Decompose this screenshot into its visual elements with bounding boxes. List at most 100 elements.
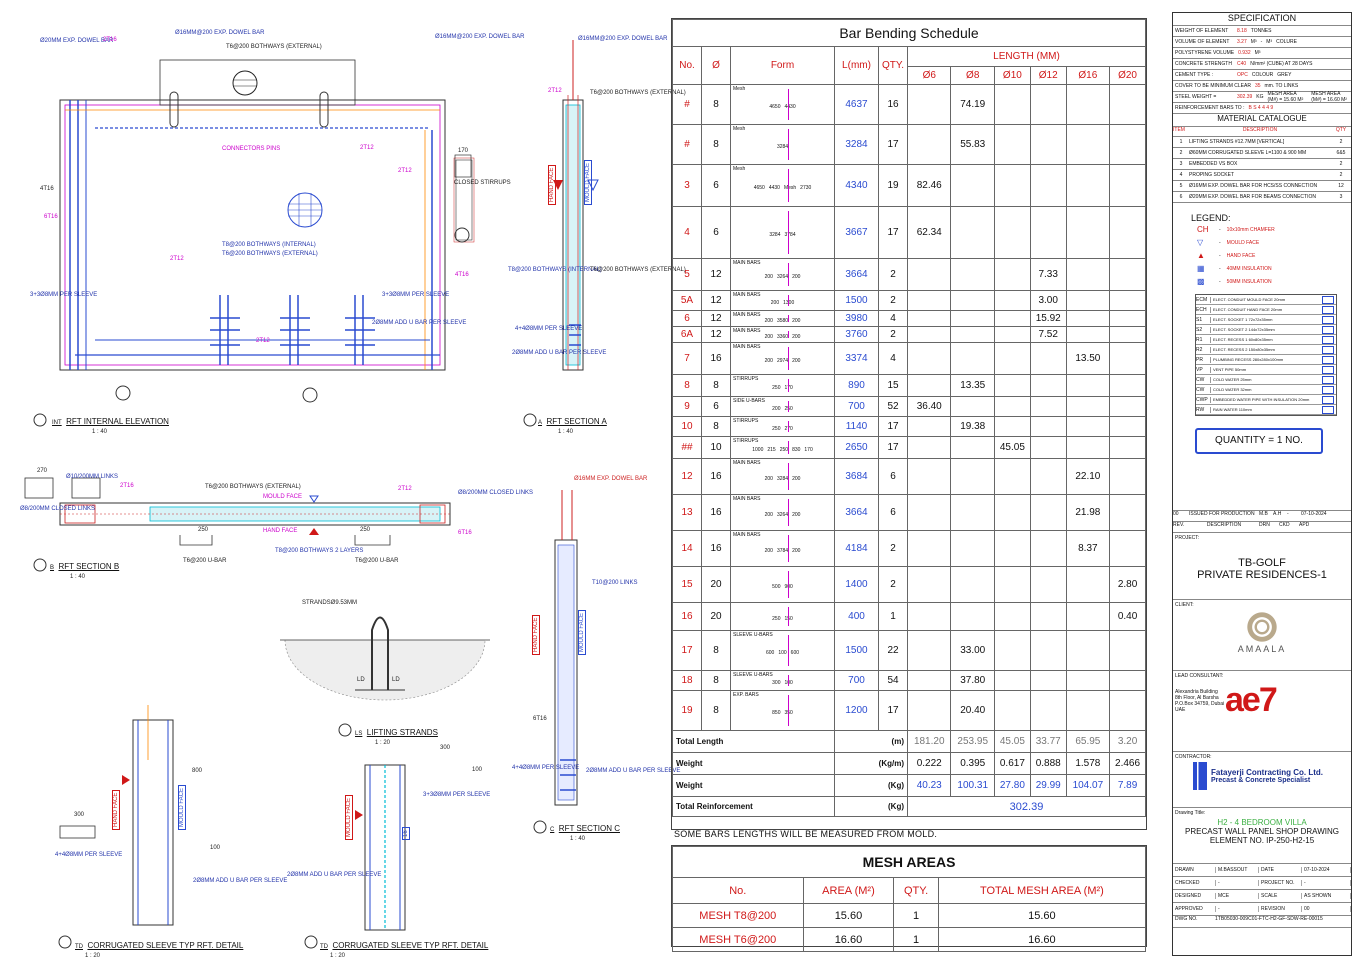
consultant-box: LEAD CONSULTANT: Alexandria Building 8th… bbox=[1173, 671, 1351, 752]
drawing-annotation: T8@200 BOTHWAYS (INTERNAL) bbox=[508, 267, 602, 273]
shape-label: MAIN BARS bbox=[733, 292, 761, 298]
length-d12 bbox=[1029, 84, 1067, 125]
bar-qty: 17 bbox=[878, 124, 908, 165]
drawing-annotation: 3+3Ø8MM PER SLEEVE bbox=[30, 292, 98, 298]
drawing-annotation: 4+4Ø8MM PER SLEEVE bbox=[512, 765, 580, 771]
bar-diameter: 8 bbox=[701, 670, 731, 691]
drawing-annotation: 2Ø8MM ADD U BAR PER SLEEVE bbox=[586, 768, 681, 774]
shape-label: Mesh bbox=[733, 166, 746, 172]
bar-length: 890 bbox=[834, 374, 879, 397]
shape-dim: 1300 bbox=[783, 300, 795, 306]
bar-mark: 14 bbox=[672, 530, 702, 567]
bar-diameter: 8 bbox=[701, 630, 731, 671]
bar-length: 700 bbox=[834, 670, 879, 691]
bar-length: 4637 bbox=[834, 84, 879, 125]
drawing-annotation: T6@200 BOTHWAYS (EXTERNAL) bbox=[222, 251, 318, 257]
length-d12: 7.33 bbox=[1029, 258, 1067, 291]
weight-kg-value: 29.99 bbox=[1029, 774, 1067, 797]
info-cell: - bbox=[1216, 880, 1259, 886]
consultant-address: Alexandria Building 8th Floor, Al Barsha… bbox=[1175, 688, 1225, 713]
length-d12: 15.92 bbox=[1029, 310, 1067, 327]
rev-header: CKD bbox=[1279, 522, 1290, 528]
shape-dim: 350 bbox=[784, 710, 793, 716]
shape-dim: 200 bbox=[764, 274, 773, 280]
length-d10 bbox=[993, 258, 1031, 291]
bar-qty: 15 bbox=[878, 374, 908, 397]
length-d16 bbox=[1065, 670, 1111, 691]
length-d16 bbox=[1065, 124, 1111, 165]
shape-label: Mesh bbox=[733, 126, 746, 132]
weight-kgm-value: 0.617 bbox=[993, 752, 1031, 775]
client-logo-icon bbox=[1245, 610, 1279, 644]
col-d6: Ø6 bbox=[906, 66, 952, 85]
col-dia: Ø bbox=[701, 46, 731, 85]
spec-cell: GREY bbox=[1277, 72, 1292, 78]
shape-dim: 500 bbox=[772, 584, 781, 590]
drawing-scale: 1 : 40 bbox=[92, 429, 108, 435]
drawing-annotation: 250 bbox=[360, 527, 371, 533]
legend-dash: - bbox=[1219, 226, 1221, 233]
cat-col-qty: QTY bbox=[1335, 127, 1347, 133]
weight-kg-value: 100.31 bbox=[950, 774, 995, 797]
drawing-annotation: CONNECTORS PINS bbox=[222, 146, 281, 152]
length-d8 bbox=[950, 396, 995, 417]
spec-cell: OPC bbox=[1237, 72, 1248, 78]
shape-dim: 250 bbox=[772, 426, 781, 432]
project-name: TB-GOLF bbox=[1238, 557, 1286, 569]
contractor-label: CONTRACTOR: bbox=[1175, 754, 1212, 760]
catalogue-cell: 3 bbox=[1179, 161, 1183, 167]
spec-cell: CEMENT TYPE : bbox=[1175, 72, 1214, 78]
consultant-logo: ae7 bbox=[1225, 681, 1278, 719]
col-form: Form bbox=[730, 46, 835, 85]
shape-line bbox=[787, 695, 789, 726]
shape-line bbox=[787, 607, 789, 626]
dwg-no-row: DWG NO. 1TB05030-009C01-FTC-H2-GF-SDW-RE… bbox=[1173, 916, 1351, 928]
mesh-row-name: MESH T8@200 bbox=[672, 903, 804, 928]
length-d12 bbox=[1029, 164, 1067, 207]
spec-cell: M³ bbox=[1266, 39, 1273, 45]
legend-symbol-icon: ▲ bbox=[1197, 251, 1205, 260]
shape-dim: 3284 bbox=[776, 476, 789, 482]
shape-dim: 100 bbox=[784, 680, 793, 686]
length-d10 bbox=[993, 690, 1031, 731]
spec-cell: COLURE bbox=[1276, 39, 1297, 45]
catalogue-cell: 1 bbox=[1179, 139, 1183, 145]
shape-label: MAIN BARS bbox=[733, 260, 761, 266]
bar-mark: 5 bbox=[672, 258, 702, 291]
bar-diameter: 20 bbox=[701, 602, 731, 631]
length-d20 bbox=[1109, 326, 1146, 343]
length-d12 bbox=[1029, 206, 1067, 259]
shape-label: Mesh bbox=[733, 86, 746, 92]
drawing-annotation: 2T12 bbox=[398, 168, 412, 174]
bar-diameter: 8 bbox=[701, 124, 731, 165]
length-d10 bbox=[993, 326, 1031, 343]
length-d10 bbox=[993, 530, 1031, 567]
rev-desc: ISSUED FOR PRODUCTION bbox=[1189, 511, 1255, 517]
length-d16 bbox=[1065, 258, 1111, 291]
face-label: MOULD FACE bbox=[584, 159, 592, 205]
bar-qty: 2 bbox=[878, 530, 908, 567]
drawing-title-1: H2 - 4 BEDROOM VILLA bbox=[1217, 818, 1307, 827]
face-label: 16 bbox=[402, 827, 410, 840]
catalogue-header: ITEM DESCRIPTION QTY bbox=[1173, 127, 1351, 137]
drawing-annotation: LD bbox=[392, 677, 400, 683]
drawing-annotation: 2Ø8MM ADD U BAR PER SLEEVE bbox=[287, 872, 382, 878]
drawing-annotation: Ø16MM@200 EXP. DOWEL BAR bbox=[175, 30, 265, 36]
drawing-tag: LS bbox=[355, 731, 363, 737]
bar-mark: 13 bbox=[672, 494, 702, 531]
shape-label: MAIN BARS bbox=[733, 460, 761, 466]
drawing-annotation: 6T16 bbox=[458, 530, 472, 536]
bar-mark: 6A bbox=[672, 326, 702, 343]
legend2-code: CW bbox=[1196, 386, 1211, 393]
length-d6 bbox=[906, 530, 952, 567]
shape-label: MAIN BARS bbox=[733, 496, 761, 502]
